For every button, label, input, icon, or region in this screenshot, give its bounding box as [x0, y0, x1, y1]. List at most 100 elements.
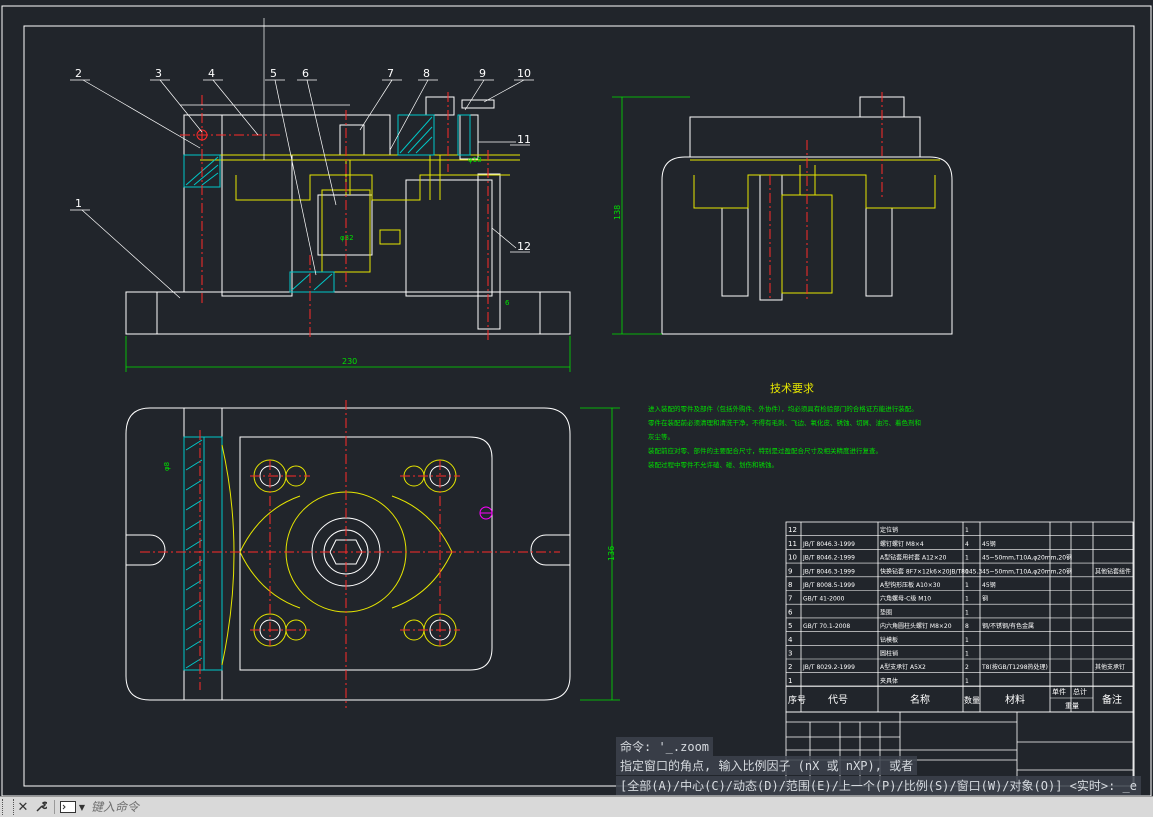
bom-cell: 10	[788, 554, 797, 562]
bom-cell: 其他支承钉	[1095, 663, 1125, 671]
pin-circle	[196, 129, 208, 141]
bom-header-total: 总计	[1073, 687, 1087, 696]
part-number-8: 8	[423, 67, 430, 80]
bom-header-material: 材料	[1005, 693, 1025, 706]
bom-cell: 45~50mm,T10A,φ20mm,20钢	[982, 567, 1072, 575]
bom-cell: T8(按GB/T1298热处理)	[981, 663, 1048, 671]
command-history-line: [全部(A)/中心(C)/动态(D)/范围(E)/上一个(P)/比例(S)/窗口…	[616, 776, 1141, 795]
bom-cell: 1	[965, 651, 969, 658]
bom-cell: 螺钉螺钉 M8×4	[880, 540, 924, 548]
bom-cell: 6	[788, 608, 793, 616]
front-width-dimension	[125, 336, 571, 372]
bom-cell: 1	[965, 527, 969, 534]
bom-cell: 垫圈	[880, 608, 892, 616]
part-number-3: 3	[155, 67, 162, 80]
bom-cell: 45~50mm,T10A,φ20mm,20钢	[982, 554, 1072, 562]
bom-cell: JB/T 8046.2-1999	[802, 555, 855, 562]
dim-phi8: φ8	[163, 462, 171, 471]
part-numbers: 2 3 4 5 6 7 8 9 10 11 12 1	[75, 67, 531, 253]
bom-cell: 圆柱销	[880, 650, 898, 658]
bom-cell: 1	[965, 568, 969, 575]
tech-line: 零件在装配前必须清理和清洗干净，不得有毛刺、飞边、氧化皮、锈蚀、切屑、油污、着色…	[648, 418, 921, 427]
bom-cell: JB/T 8046.3-1999	[802, 541, 855, 548]
bom-cell: 内六角圆柱头螺钉 M8×20	[880, 622, 952, 630]
bom-cell: 1	[965, 582, 969, 589]
bom-cell: 2	[965, 664, 969, 671]
bom-cell: 1	[965, 596, 969, 603]
bom-header-code: 代号	[828, 694, 848, 706]
part-number-12: 12	[517, 240, 531, 253]
bom-header-weight: 重量	[1065, 702, 1079, 710]
command-prompt-icon[interactable]	[59, 798, 77, 816]
part-number-6: 6	[302, 67, 309, 80]
bom-cell: 4	[788, 636, 793, 644]
dim-phi32: φ32	[340, 234, 354, 242]
bom-cell: 7	[788, 595, 792, 603]
dim-phi18: φ18	[468, 156, 482, 164]
part-number-5: 5	[270, 67, 277, 80]
bom-cell: 45钢	[982, 581, 996, 589]
command-history-line: 指定窗口的角点, 输入比例因子 (nX 或 nXP), 或者	[616, 756, 918, 775]
bom-cell: 5	[788, 622, 792, 630]
drawing-canvas[interactable]: 2 3 4 5 6 7 8 9 10 11 12 1 230 φ18 φ32 6	[0, 0, 1153, 796]
front-view-yellow	[200, 154, 520, 273]
top-height-value: 136	[607, 546, 616, 561]
part-number-2: 2	[75, 67, 82, 80]
bom-cell: 4	[965, 541, 969, 548]
bom-cell: 快换钻套 8F7×12k6×20JB/T8045.3	[880, 567, 982, 575]
bom-cell: 钢/不锈钢/有色金属	[982, 622, 1034, 630]
command-line-bar: ✕ ▼	[0, 796, 1153, 817]
bom-header-remark: 备注	[1102, 693, 1122, 706]
bom-cell: JB/T 8029.2-1999	[802, 664, 855, 671]
bom-header-seq: 序号	[788, 694, 806, 706]
part-number-9: 9	[479, 67, 486, 80]
bom-cell: GB/T 41-2000	[803, 596, 845, 603]
bom-cell: 8	[965, 623, 969, 630]
bom-cell: GB/T 70.1-2008	[803, 623, 850, 630]
bom-cell: 1	[965, 555, 969, 562]
wrench-icon[interactable]	[32, 798, 50, 816]
bom-header-name: 名称	[910, 693, 930, 706]
command-input[interactable]	[87, 799, 1153, 815]
bom-cell: 45钢	[982, 540, 996, 548]
tech-line: 装配前应对零、部件的主要配合尺寸，特别是过盈配合尺寸及相关精度进行复查。	[648, 446, 882, 455]
bom-header-unit: 单件	[1052, 687, 1066, 696]
grip-handle[interactable]	[2, 799, 14, 815]
bom-header-qty: 数量	[964, 695, 980, 705]
chevron-down-icon[interactable]: ▼	[78, 802, 86, 812]
toolbar-separator	[54, 800, 55, 814]
part-number-4: 4	[208, 67, 215, 80]
bom-cell: A型钻套用衬套 A12×20	[880, 554, 947, 562]
side-view-centerlines	[769, 92, 883, 300]
bom-cell: 3	[788, 650, 792, 658]
part-number-11: 11	[517, 133, 531, 146]
sheet-outer-frame	[1, 5, 1152, 796]
bom-cell: 钢	[982, 595, 988, 603]
bom-cell: 六角螺母-C级 M10	[880, 595, 931, 603]
dim-6: 6	[505, 299, 510, 307]
front-width-value: 230	[342, 357, 357, 366]
bom-cell: 其他钻套组件	[1095, 567, 1131, 575]
tech-line: 进入装配的零件及部件（包括外购件、外协件），均必须具有检验部门的合格证方能进行装…	[648, 404, 918, 413]
close-icon[interactable]: ✕	[17, 799, 29, 815]
bom-cell: JB/T 8046.3-1999	[802, 568, 855, 575]
bom-cell: 1	[965, 678, 969, 685]
side-view	[661, 96, 953, 335]
top-view-hatch	[183, 436, 223, 671]
tech-title: 技术要求	[770, 382, 814, 395]
bom-cell: 定位销	[880, 526, 898, 534]
bom-header: 序号 代号 名称 数量 材料 单件 总计 重量 备注	[788, 687, 1122, 710]
top-height-dimension	[580, 407, 620, 701]
tech-line: 灰尘等。	[648, 432, 674, 441]
leader-lines	[81, 18, 525, 299]
part-number-underlines	[70, 79, 534, 253]
bom-cell: A型支承钉 A5X2	[880, 663, 926, 671]
top-view-centerlines	[140, 400, 560, 708]
command-history-line: 命令: '_.zoom	[616, 737, 714, 756]
bom-cell: 12	[788, 526, 797, 534]
side-height-value: 138	[613, 205, 622, 220]
part-number-10: 10	[517, 67, 531, 80]
bom-cell: JB/T 8008.5-1999	[802, 582, 855, 589]
sheet-inner-frame	[23, 25, 1135, 787]
